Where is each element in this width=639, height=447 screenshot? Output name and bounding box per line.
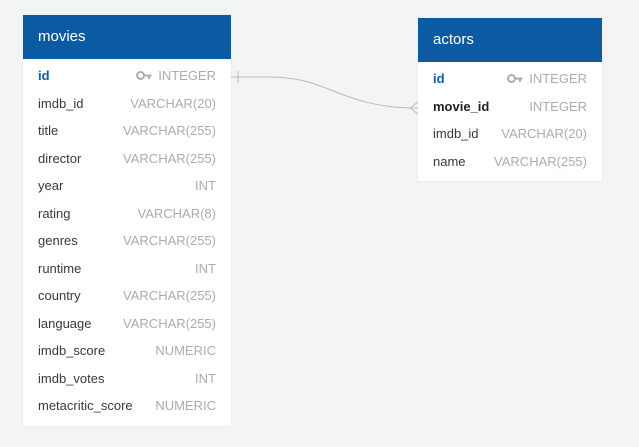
field-type-text: INTEGER	[529, 98, 587, 114]
many-end-marker-bottom	[409, 107, 419, 115]
field-name: genres	[38, 233, 78, 249]
field-row-movies-rating[interactable]: rating VARCHAR(8)	[23, 200, 231, 228]
key-icon	[507, 74, 523, 84]
field-type: INT	[195, 261, 216, 276]
field-name: movie_id	[433, 98, 490, 114]
field-type-text: NUMERIC	[155, 398, 216, 414]
field-type-text: VARCHAR(255)	[494, 153, 587, 169]
field-row-movies-director[interactable]: director VARCHAR(255)	[23, 145, 231, 173]
field-type-text: NUMERIC	[155, 343, 216, 359]
field-type-text: VARCHAR(8)	[137, 205, 217, 221]
relation-connector	[231, 76, 419, 109]
table-header-movies[interactable]: movies	[23, 15, 231, 59]
field-type: VARCHAR(255)	[123, 233, 216, 248]
field-name: id	[38, 68, 50, 84]
field-name: id	[433, 71, 445, 87]
field-type-text: VARCHAR(20)	[130, 95, 216, 111]
field-type-text: VARCHAR(255)	[123, 150, 216, 166]
field-type: VARCHAR(255)	[123, 123, 216, 138]
field-type-text: VARCHAR(255)	[123, 123, 216, 139]
field-type-text: INT	[195, 370, 216, 386]
field-type: VARCHAR(8)	[138, 206, 217, 221]
field-type: VARCHAR(20)	[130, 96, 216, 111]
field-type: INT	[195, 371, 216, 386]
field-row-actors-imdb-id[interactable]: imdb_id VARCHAR(20)	[418, 120, 602, 148]
field-type-text: VARCHAR(255)	[123, 288, 216, 304]
field-type: VARCHAR(255)	[494, 154, 587, 169]
field-row-movies-country[interactable]: country VARCHAR(255)	[23, 282, 231, 310]
field-type-text: VARCHAR(255)	[123, 315, 216, 331]
field-type: INTEGER	[136, 68, 216, 83]
field-row-movies-imdb-id[interactable]: imdb_id VARCHAR(20)	[23, 90, 231, 118]
field-type: INTEGER	[507, 71, 587, 86]
field-type: NUMERIC	[155, 398, 216, 413]
field-row-movies-runtime[interactable]: runtime INT	[23, 255, 231, 283]
field-type-text: VARCHAR(20)	[501, 126, 587, 142]
field-row-movies-genres[interactable]: genres VARCHAR(255)	[23, 227, 231, 255]
field-name: metacritic_score	[38, 398, 133, 414]
field-row-actors-movie-id[interactable]: movie_id INTEGER	[418, 93, 602, 121]
field-type: NUMERIC	[155, 343, 216, 358]
field-type: VARCHAR(255)	[123, 151, 216, 166]
field-row-movies-title[interactable]: title VARCHAR(255)	[23, 117, 231, 145]
field-type: VARCHAR(255)	[123, 316, 216, 331]
field-row-movies-language[interactable]: language VARCHAR(255)	[23, 310, 231, 338]
field-name: country	[38, 288, 81, 304]
field-row-actors-name[interactable]: name VARCHAR(255)	[418, 148, 602, 176]
field-row-movies-imdb-score[interactable]: imdb_score NUMERIC	[23, 337, 231, 365]
field-row-movies-imdb-votes[interactable]: imdb_votes INT	[23, 365, 231, 393]
field-name: director	[38, 150, 82, 166]
many-end-marker-top	[409, 101, 419, 109]
field-row-movies-metacritic-score[interactable]: metacritic_score NUMERIC	[23, 392, 231, 420]
field-type-text: VARCHAR(255)	[123, 233, 216, 249]
field-type: VARCHAR(255)	[123, 288, 216, 303]
field-name: imdb_id	[433, 126, 479, 142]
field-type-text: INT	[195, 178, 216, 194]
field-type-text: INTEGER	[158, 68, 216, 84]
field-name: rating	[38, 205, 71, 221]
field-name: name	[433, 153, 466, 169]
field-row-movies-id[interactable]: id INTEGER	[23, 62, 231, 90]
field-name: imdb_votes	[38, 370, 105, 386]
key-icon	[136, 71, 152, 81]
field-name: imdb_id	[38, 95, 84, 111]
field-row-actors-id[interactable]: id INTEGER	[418, 65, 602, 93]
field-name: year	[38, 178, 64, 194]
table-header-actors[interactable]: actors	[418, 18, 602, 62]
field-type-text: INT	[195, 260, 216, 276]
field-type-text: INTEGER	[529, 71, 587, 87]
field-type: INT	[195, 178, 216, 193]
field-name: runtime	[38, 260, 82, 276]
field-type: VARCHAR(20)	[501, 126, 587, 141]
field-type: INTEGER	[529, 99, 587, 114]
field-name: imdb_score	[38, 343, 106, 359]
field-name: language	[38, 315, 92, 331]
field-row-movies-year[interactable]: year INT	[23, 172, 231, 200]
field-name: title	[38, 123, 59, 139]
